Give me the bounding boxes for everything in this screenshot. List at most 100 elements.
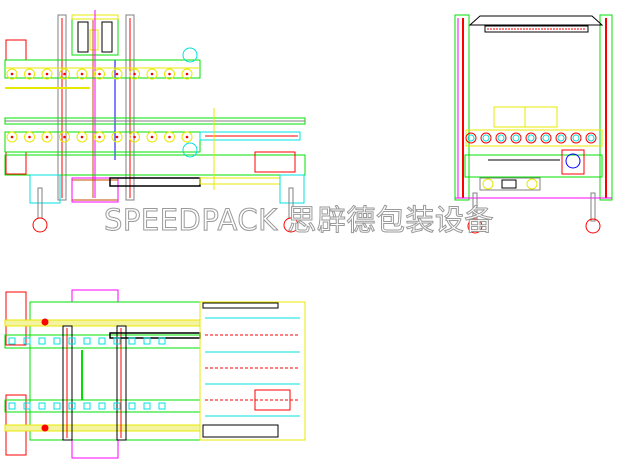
roller-inner bbox=[512, 134, 520, 142]
roller bbox=[59, 131, 70, 143]
roller bbox=[6, 131, 18, 143]
mount-bracket bbox=[128, 337, 136, 345]
top-channel bbox=[202, 302, 279, 309]
right-column bbox=[125, 14, 135, 201]
bearing bbox=[41, 424, 49, 432]
mount-bracket bbox=[53, 337, 61, 345]
side-view bbox=[454, 14, 613, 234]
roller-hub bbox=[80, 135, 84, 139]
roller bbox=[555, 132, 567, 144]
roller bbox=[570, 132, 582, 144]
caster-wheel bbox=[467, 218, 483, 234]
roller-hub bbox=[168, 72, 171, 76]
roller bbox=[181, 131, 193, 143]
roller-hub bbox=[80, 72, 84, 76]
roller-inner bbox=[542, 134, 550, 142]
roller bbox=[585, 132, 597, 144]
mount-bracket bbox=[128, 402, 136, 410]
roller bbox=[41, 131, 53, 143]
roller bbox=[76, 68, 88, 80]
yellow-box bbox=[524, 106, 558, 128]
roller-hub bbox=[10, 72, 14, 76]
lower-bar bbox=[479, 177, 541, 191]
left-column bbox=[62, 325, 73, 441]
roller-hub bbox=[28, 135, 31, 139]
guide-block bbox=[101, 21, 113, 53]
roller-inner bbox=[497, 134, 505, 142]
roller bbox=[129, 131, 140, 143]
bearing bbox=[41, 318, 49, 326]
roller-hub bbox=[63, 135, 66, 139]
mount-bracket bbox=[38, 402, 46, 410]
roller bbox=[59, 68, 70, 80]
roller bbox=[129, 68, 140, 80]
red-box bbox=[254, 389, 291, 411]
motor-top bbox=[5, 291, 27, 346]
roller-hub bbox=[45, 72, 49, 76]
roller bbox=[526, 178, 538, 190]
roller-hub bbox=[28, 72, 31, 76]
roller bbox=[525, 132, 537, 144]
roller-inner bbox=[572, 134, 580, 142]
roller bbox=[465, 132, 477, 144]
mount-bracket bbox=[68, 337, 76, 345]
roller bbox=[41, 68, 53, 80]
mount-bracket bbox=[53, 402, 61, 410]
base-box-outline bbox=[71, 177, 119, 203]
left-column bbox=[57, 14, 67, 201]
roller-hub bbox=[150, 72, 154, 76]
lower-band bbox=[4, 399, 201, 413]
roller-hub bbox=[98, 135, 101, 139]
caster-wheel bbox=[283, 217, 299, 233]
roller-hub bbox=[185, 72, 189, 76]
roller-hub bbox=[133, 72, 136, 76]
roller-hub bbox=[133, 135, 136, 139]
sprocket bbox=[182, 47, 198, 63]
roller bbox=[146, 68, 158, 80]
mount-bracket bbox=[98, 337, 106, 345]
right-column bbox=[116, 325, 127, 441]
motor-top bbox=[5, 39, 27, 61]
top-view bbox=[4, 289, 306, 459]
mount-bracket bbox=[143, 402, 151, 410]
block bbox=[501, 179, 517, 189]
roller bbox=[94, 131, 105, 143]
roller-hub bbox=[115, 72, 119, 76]
roller bbox=[24, 131, 35, 143]
roller-inner bbox=[467, 134, 475, 142]
upper-rail bbox=[4, 319, 201, 327]
roller bbox=[111, 68, 123, 80]
top-block bbox=[71, 289, 119, 303]
roller-inner bbox=[482, 134, 490, 142]
slider bbox=[89, 29, 99, 51]
caster-wheel bbox=[585, 218, 601, 234]
mount-bracket bbox=[158, 337, 166, 345]
foot-post bbox=[472, 192, 478, 222]
roller-inner bbox=[527, 134, 535, 142]
guide-block bbox=[77, 21, 89, 53]
mount-bracket bbox=[23, 337, 31, 345]
right-column bbox=[599, 14, 613, 201]
roller-hub bbox=[98, 72, 101, 76]
mount-bracket bbox=[113, 337, 121, 345]
roller-hub bbox=[115, 135, 119, 139]
roller-inner bbox=[587, 134, 595, 142]
conveyor-frame bbox=[199, 301, 306, 441]
roller bbox=[24, 68, 35, 80]
roller-hub bbox=[150, 135, 154, 139]
roller bbox=[510, 132, 522, 144]
cylinder-rod bbox=[199, 177, 281, 185]
roller bbox=[6, 68, 18, 80]
mount-bracket bbox=[158, 402, 166, 410]
extension-frame bbox=[199, 131, 301, 141]
bottom-channel bbox=[202, 424, 279, 438]
mount-bracket bbox=[23, 402, 31, 410]
roller bbox=[495, 132, 507, 144]
motor-wheel bbox=[565, 153, 581, 169]
top-bar bbox=[484, 25, 589, 33]
roller-hub bbox=[168, 135, 171, 139]
leg-bracket bbox=[279, 174, 305, 204]
roller bbox=[164, 68, 175, 80]
mount-bracket bbox=[83, 337, 91, 345]
